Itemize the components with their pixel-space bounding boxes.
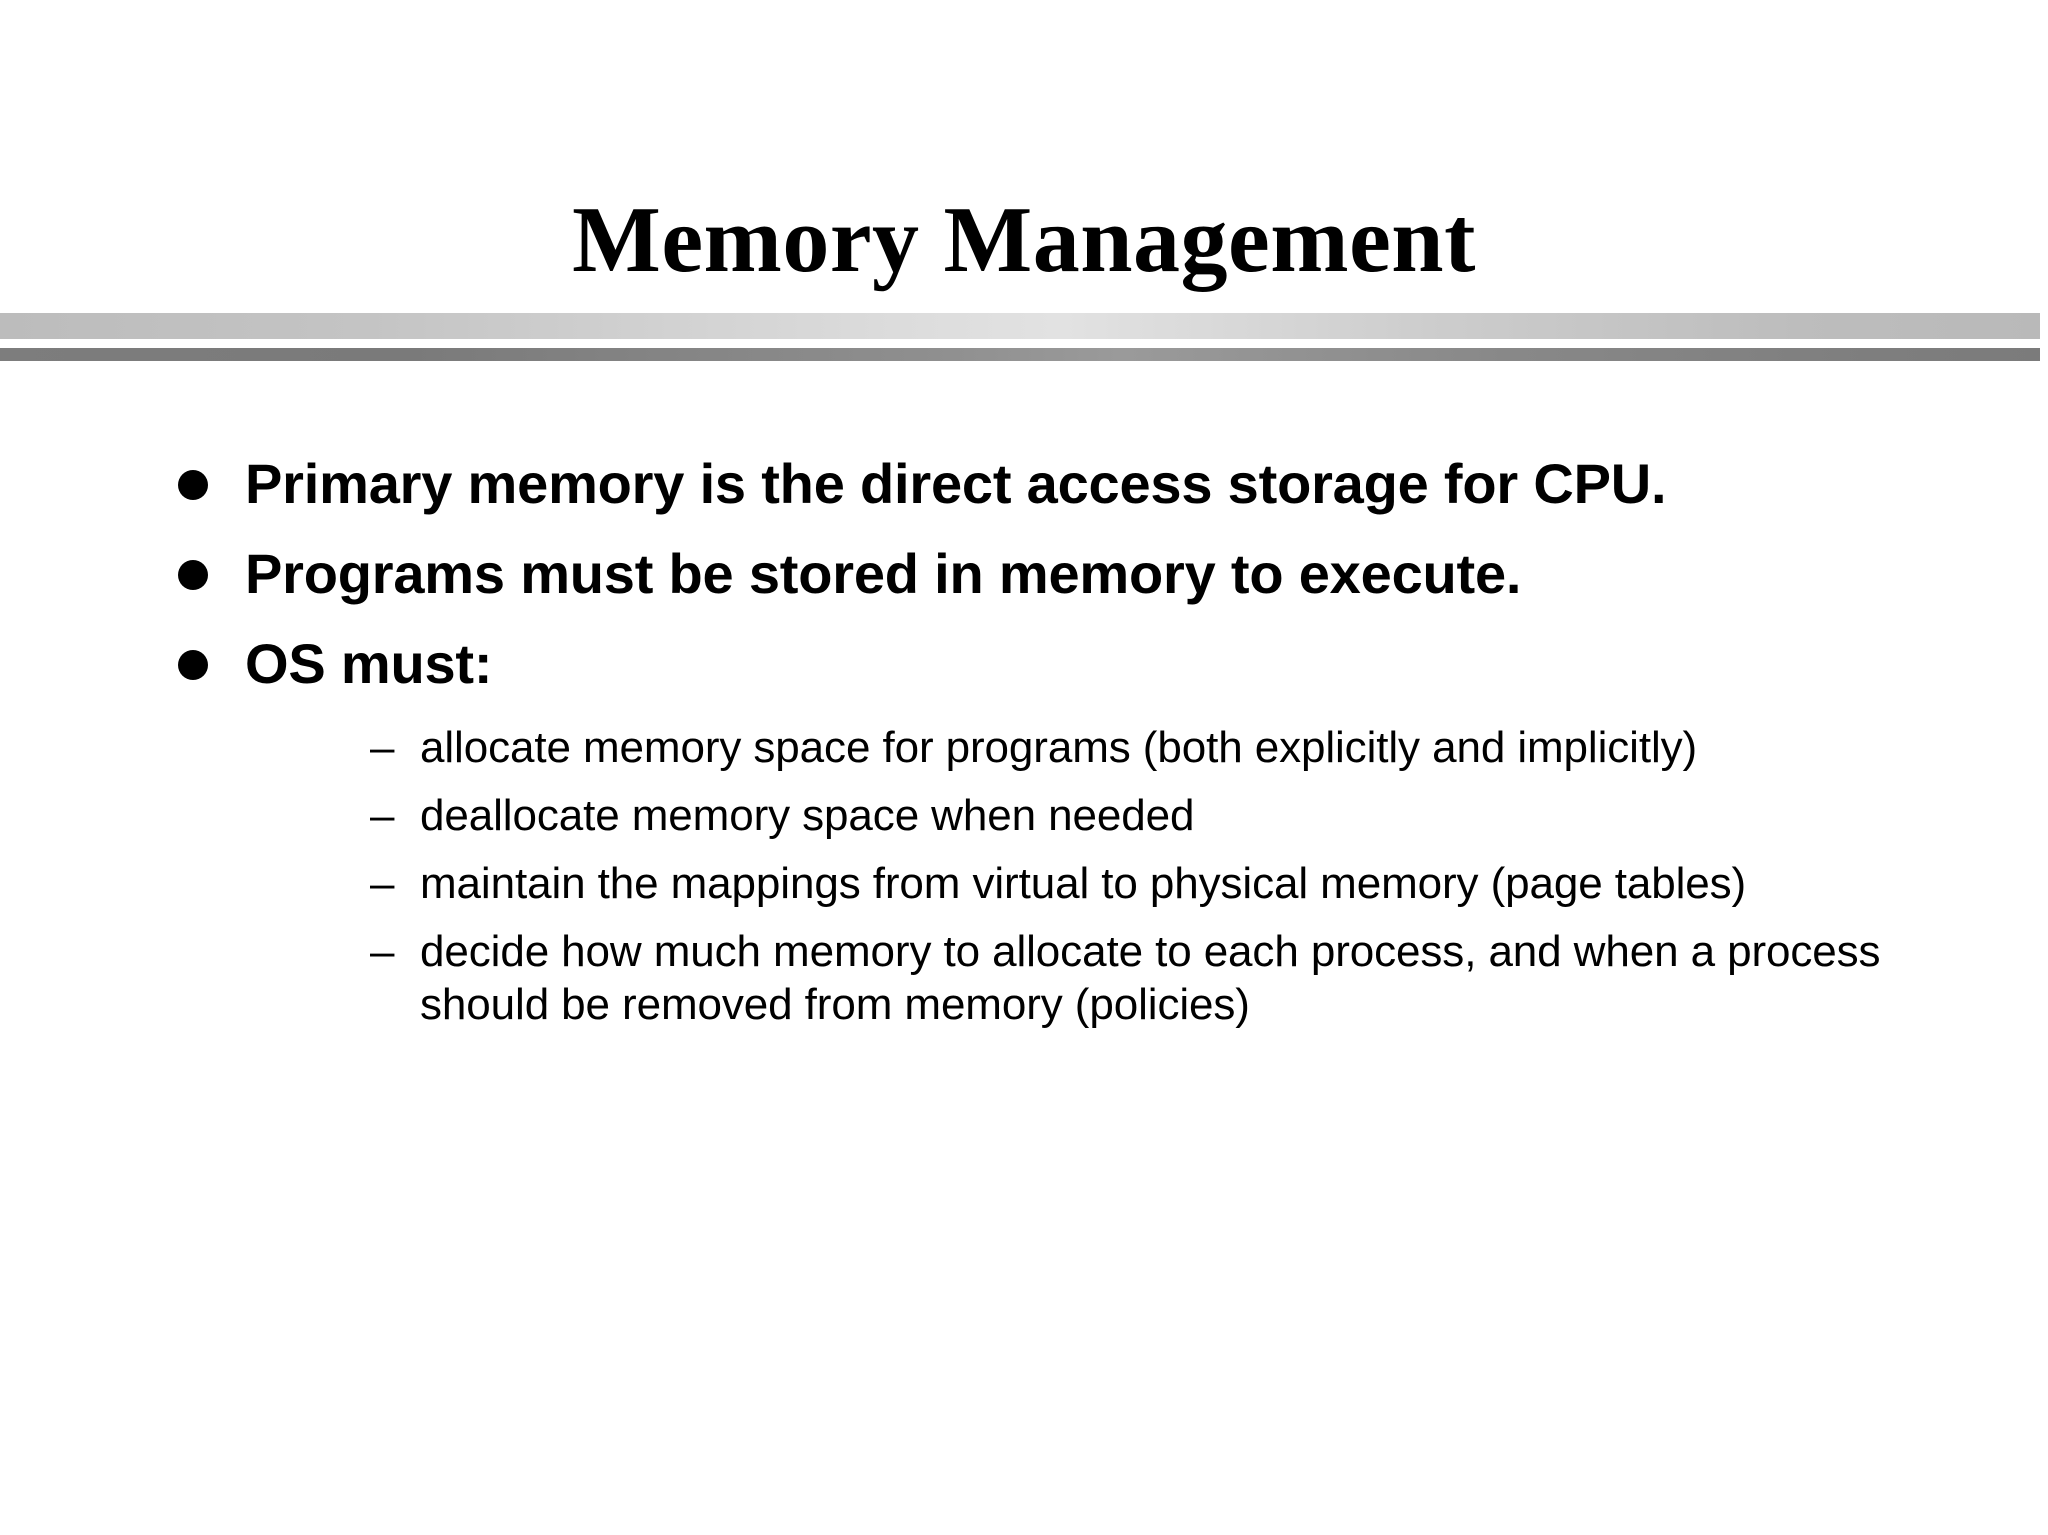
bullet-item: OS must: <box>170 632 1960 696</box>
sub-bullet-item: – deallocate memory space when needed <box>370 789 1960 843</box>
dash-marker-icon: – <box>370 926 395 976</box>
sub-bullet-item: – allocate memory space for programs (bo… <box>370 721 1960 775</box>
divider-gap <box>0 339 2040 348</box>
sub-bullet-text: maintain the mappings from virtual to ph… <box>420 858 1747 908</box>
sub-bullet-text: allocate memory space for programs (both… <box>420 723 1698 773</box>
title-divider <box>0 313 2040 363</box>
bullet-marker-icon <box>170 632 245 680</box>
bullet-item: Programs must be stored in memory to exe… <box>170 542 1960 606</box>
sub-bullet-list: – allocate memory space for programs (bo… <box>370 721 1960 1031</box>
slide-body: Primary memory is the direct access stor… <box>170 452 1960 1046</box>
sub-bullet-item: – maintain the mappings from virtual to … <box>370 857 1960 911</box>
page-title: Memory Management <box>572 187 1476 292</box>
divider-bar-top <box>0 313 2040 339</box>
dash-marker-icon: – <box>370 858 395 908</box>
bullet-marker-icon <box>170 452 245 500</box>
divider-bar-bottom <box>0 348 2040 361</box>
dash-marker-icon: – <box>370 791 395 841</box>
bullet-text: Primary memory is the direct access stor… <box>245 452 1667 515</box>
bullet-item: Primary memory is the direct access stor… <box>170 452 1960 516</box>
dash-marker-icon: – <box>370 723 395 773</box>
bullet-text: Programs must be stored in memory to exe… <box>245 541 1522 605</box>
sub-bullet-item: – decide how much memory to allocate to … <box>370 925 1960 1032</box>
bullet-text: OS must: <box>245 631 493 695</box>
slide-title-block: Memory Management <box>0 130 2048 350</box>
sub-bullet-text: decide how much memory to allocate to ea… <box>420 926 1881 1030</box>
sub-bullet-text: deallocate memory space when needed <box>420 791 1195 841</box>
bullet-marker-icon <box>170 542 245 590</box>
